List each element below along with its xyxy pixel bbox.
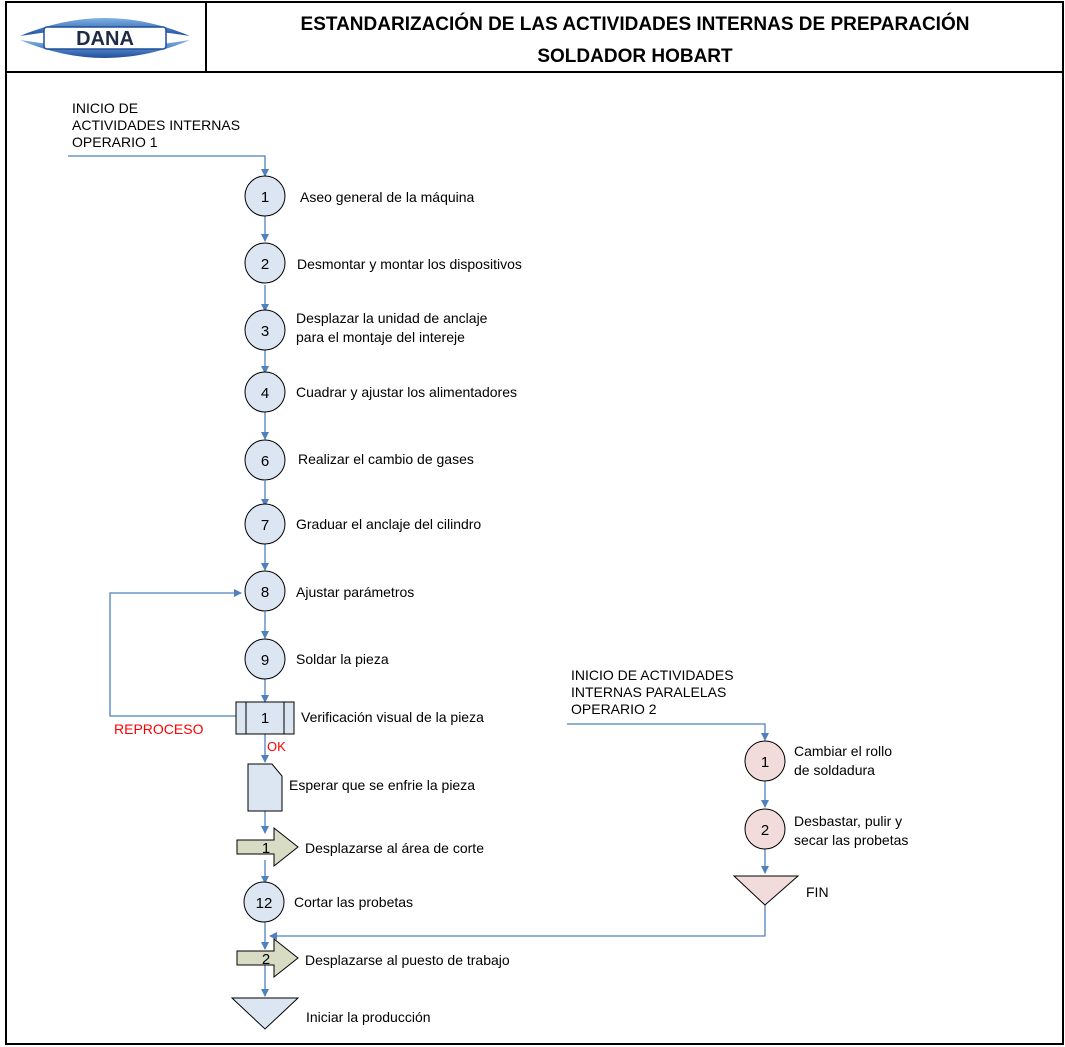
step-3-label-line2: para el montaje del intereje bbox=[296, 329, 465, 345]
reproceso-label: REPROCESO bbox=[114, 721, 204, 737]
start-op1-line3: OPERARIO 1 bbox=[72, 134, 158, 150]
step-2-label: Desmontar y montar los dispositivos bbox=[297, 256, 522, 272]
header: DANA ESTANDARIZACIÓN DE LAS ACTIVIDADES … bbox=[5, 1, 1064, 1045]
end-parallel-label: FIN bbox=[806, 884, 829, 900]
step-3-symbol: 3 bbox=[261, 323, 269, 340]
parallel-step-2-label-line1: Desbastar, pulir y bbox=[794, 813, 902, 829]
main-steps: 1 Aseo general de la máquina 2 Desmontar… bbox=[244, 175, 522, 680]
parallel-step-2-label-line2: secar las probetas bbox=[794, 832, 908, 848]
start-op1-line2: ACTIVIDADES INTERNAS bbox=[72, 117, 240, 133]
start-op2-line2: INTERNAS PARALELAS bbox=[571, 684, 726, 700]
transport-2-symbol: 2 bbox=[262, 951, 270, 968]
transport-1-label: Desplazarse al área de corte bbox=[305, 840, 484, 856]
start-op1-line1: INICIO DE bbox=[72, 100, 138, 116]
step-9-symbol: 9 bbox=[261, 652, 269, 669]
step-7-label: Graduar el anclaje del cilindro bbox=[296, 516, 481, 532]
step-1: 1 Aseo general de la máquina bbox=[244, 175, 475, 217]
parallel-step-2-symbol: 2 bbox=[761, 822, 769, 839]
transport-1: 1 Desplazarse al área de corte bbox=[236, 826, 484, 868]
step-12-symbol: 12 bbox=[256, 895, 273, 912]
step-2: 2 Desmontar y montar los dispositivos bbox=[244, 242, 522, 284]
step-9: 9 Soldar la pieza bbox=[244, 638, 389, 680]
step-4-symbol: 4 bbox=[261, 385, 269, 402]
step-12-label: Cortar las probetas bbox=[294, 894, 413, 910]
step-6: 6 Realizar el cambio de gases bbox=[244, 439, 474, 481]
dana-logo: DANA bbox=[20, 18, 190, 58]
main-connectors bbox=[109, 216, 269, 997]
step-7: 7 Graduar el anclaje del cilindro bbox=[244, 503, 481, 545]
step-6-symbol: 6 bbox=[261, 453, 269, 470]
step-8-label: Ajustar parámetros bbox=[296, 584, 414, 600]
step-3-label-line1: Desplazar la unidad de anclaje bbox=[296, 310, 488, 326]
parallel-step-1-label-line1: Cambiar el rollo bbox=[794, 743, 892, 759]
page-title-line1: ESTANDARIZACIÓN DE LAS ACTIVIDADES INTER… bbox=[301, 13, 970, 35]
logo-text: DANA bbox=[76, 28, 134, 50]
start-operator1: INICIO DE ACTIVIDADES INTERNAS OPERARIO … bbox=[68, 100, 269, 177]
inspection-box: 1 Verificación visual de la pieza bbox=[235, 701, 484, 735]
end-parallel: FIN bbox=[732, 875, 829, 906]
parallel-step-2: 2 Desbastar, pulir y secar las probetas bbox=[744, 808, 908, 850]
start-op2-line1: INICIO DE ACTIVIDADES bbox=[571, 667, 734, 683]
step-3: 3 Desplazar la unidad de anclaje para el… bbox=[244, 309, 488, 351]
transport-2-label: Desplazarse al puesto de trabajo bbox=[305, 952, 510, 968]
step-4-label: Cuadrar y ajustar los alimentadores bbox=[296, 384, 517, 400]
step-12: 12 Cortar las probetas bbox=[243, 881, 413, 923]
start-op2-connector bbox=[567, 723, 769, 741]
delay-label: Esperar que se enfrie la pieza bbox=[289, 777, 475, 793]
rework-loop-connector bbox=[109, 589, 242, 717]
transport-2: 2 Desplazarse al puesto de trabajo bbox=[236, 937, 510, 979]
delay-box: Esperar que se enfrie la pieza bbox=[247, 763, 475, 812]
ok-label: OK bbox=[267, 739, 286, 754]
step-8-symbol: 8 bbox=[261, 584, 269, 601]
step-2-symbol: 2 bbox=[261, 256, 269, 273]
inspection-label: Verificación visual de la pieza bbox=[301, 709, 484, 725]
start-operator2: INICIO DE ACTIVIDADES INTERNAS PARALELAS… bbox=[567, 667, 769, 741]
start-op2-line3: OPERARIO 2 bbox=[571, 701, 657, 717]
parallel-step-1-label-line2: de soldadura bbox=[794, 762, 875, 778]
step-9-label: Soldar la pieza bbox=[296, 651, 389, 667]
parallel-connectors bbox=[269, 781, 769, 940]
step-1-label: Aseo general de la máquina bbox=[300, 189, 475, 205]
page-title-line2: SOLDADOR HOBART bbox=[537, 46, 733, 67]
connector-fin-merge bbox=[269, 904, 766, 940]
step-7-symbol: 7 bbox=[261, 517, 269, 534]
transport-1-symbol: 1 bbox=[262, 840, 270, 857]
parallel-step-1: 1 Cambiar el rollo de soldadura bbox=[744, 740, 892, 782]
page-border bbox=[5, 1, 1064, 1045]
step-8: 8 Ajustar parámetros bbox=[244, 570, 414, 612]
step-4: 4 Cuadrar y ajustar los alimentadores bbox=[244, 371, 517, 413]
parallel-step-1-symbol: 1 bbox=[761, 754, 769, 771]
end-main: Iniciar la producción bbox=[230, 997, 431, 1030]
end-main-label: Iniciar la producción bbox=[306, 1009, 431, 1025]
step-6-label: Realizar el cambio de gases bbox=[298, 451, 474, 467]
start-op1-connector bbox=[68, 155, 269, 177]
step-1-symbol: 1 bbox=[261, 189, 269, 206]
inspection-symbol: 1 bbox=[261, 710, 269, 727]
